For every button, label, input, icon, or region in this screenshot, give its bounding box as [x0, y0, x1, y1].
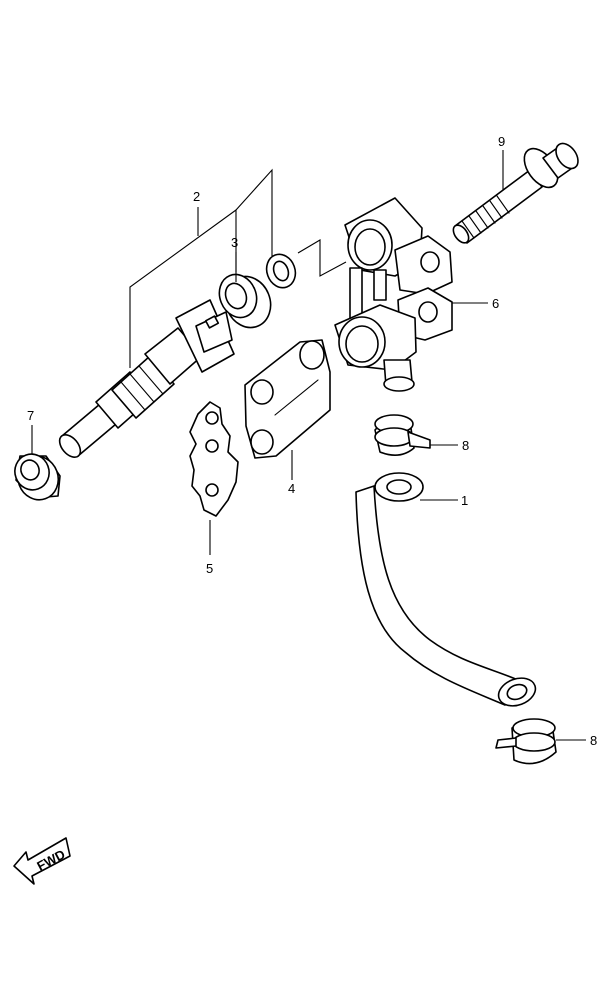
- callout-9: 9: [498, 134, 505, 149]
- clamp-part-8-upper: [374, 414, 431, 456]
- callout-5: 5: [206, 561, 213, 576]
- grommet-part-3: [218, 273, 272, 329]
- bolt-part-9: [452, 142, 579, 244]
- callout-4: 4: [288, 481, 295, 496]
- clamp-part-8-lower: [495, 718, 557, 765]
- callout-2: 2: [193, 189, 200, 204]
- fwd-label: FWD: [34, 846, 67, 873]
- callout-labels: 1 2 3 4 5 6 7 8 8 9: [27, 134, 597, 748]
- fwd-direction-arrow: FWD: [13, 837, 71, 885]
- callout-3: 3: [231, 235, 238, 250]
- callout-8-lower: 8: [590, 733, 597, 748]
- gasket-part-4: [244, 339, 331, 459]
- callout-1: 1: [461, 493, 468, 508]
- sensor-part-2: [58, 299, 235, 459]
- seal-part-7: [14, 453, 61, 501]
- callout-7: 7: [27, 408, 34, 423]
- housing-part-6: [334, 197, 453, 392]
- leader-lines: [31, 150, 586, 741]
- o-ring: [265, 253, 297, 289]
- gasket-part-5: [189, 401, 239, 517]
- callout-8-upper: 8: [462, 438, 469, 453]
- hose-part-1: [355, 472, 537, 707]
- callout-6: 6: [492, 296, 499, 311]
